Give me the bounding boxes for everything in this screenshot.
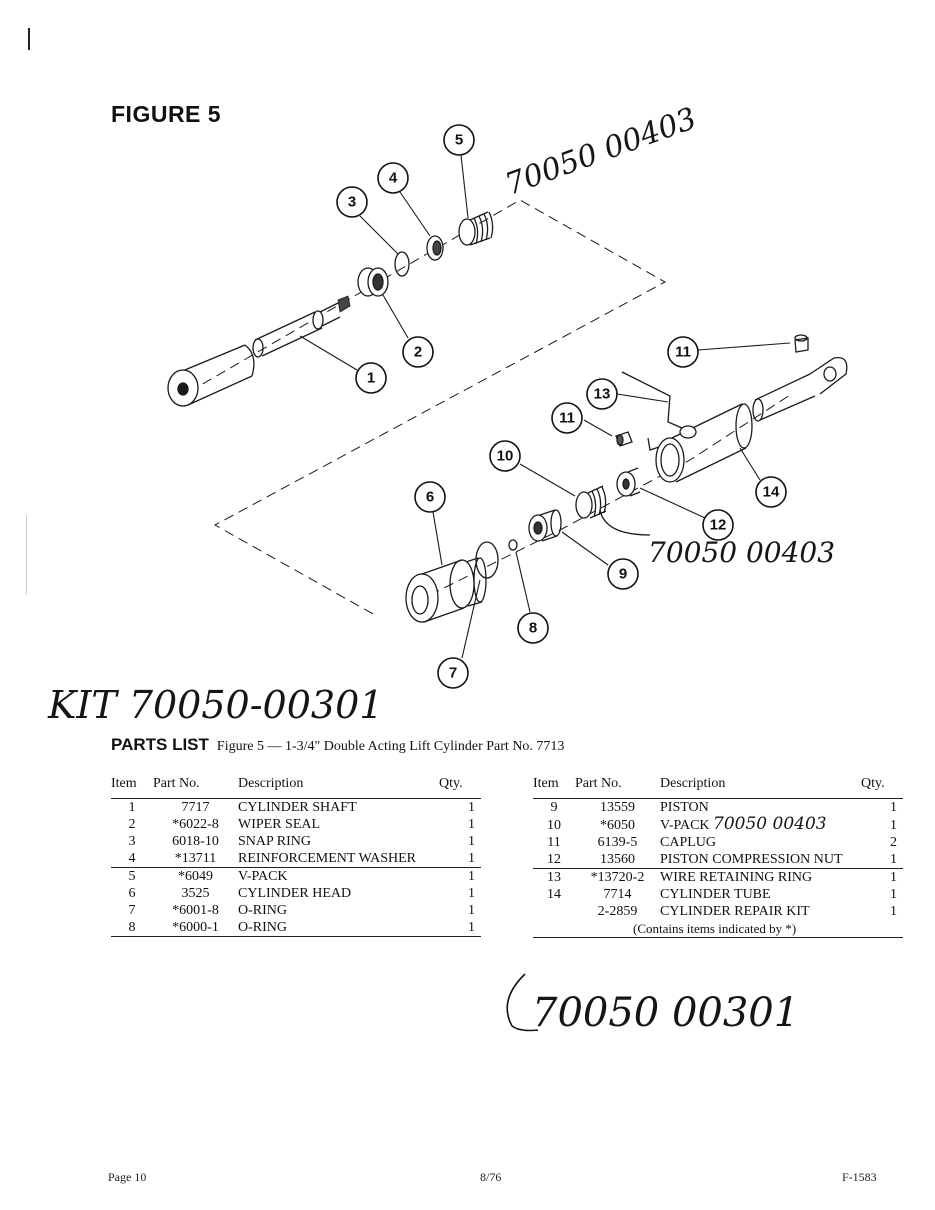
callout-number: 9 bbox=[619, 566, 627, 583]
piston-drawing bbox=[528, 509, 562, 542]
cylinder-tube-drawing bbox=[655, 356, 848, 483]
v-pack-drawing bbox=[575, 485, 607, 519]
cylinder-shaft-drawing bbox=[167, 295, 351, 407]
cylinder-head-drawing bbox=[405, 557, 487, 623]
table-row: 9 13559 PISTON 1 bbox=[550, 800, 898, 815]
callout-number: 13 bbox=[594, 386, 611, 403]
reinforcement-washer-drawing bbox=[426, 235, 444, 261]
table-row: 2 *6022-8 WIPER SEAL 1 bbox=[128, 817, 476, 832]
handwritten-kit-number: 70050 00301 bbox=[506, 973, 799, 1036]
callout-circle bbox=[586, 378, 618, 410]
callout-circle bbox=[517, 612, 549, 644]
callout-circle bbox=[355, 362, 387, 394]
callout-number: 2 bbox=[414, 344, 422, 361]
callout-circle bbox=[377, 162, 409, 194]
callout-number: 1 bbox=[367, 370, 375, 387]
o-ring-small-drawing bbox=[508, 539, 518, 551]
table-row: 13 *13720-2 WIRE RETAINING RING 1 bbox=[533, 868, 903, 886]
table-row: 1 7717 CYLINDER SHAFT 1 bbox=[128, 800, 476, 815]
callout-circle bbox=[336, 186, 368, 218]
table-row: 3 6018-10 SNAP RING 1 bbox=[128, 834, 476, 849]
callout-number: 3 bbox=[348, 194, 356, 211]
margin-mark bbox=[28, 28, 30, 50]
table-row: 5 *6049 V-PACK 1 bbox=[111, 867, 481, 885]
table-row: 8 *6000-1 O-RING 1 bbox=[111, 919, 481, 937]
exploded-parts-diagram: 1 2 3 4 5 6 7 8 9 10 11 11 12 13 14 7005… bbox=[47, 101, 848, 727]
handwritten-part-number: 70050 00403 bbox=[648, 536, 835, 569]
assembly-axis bbox=[174, 199, 667, 616]
snap-ring-drawing bbox=[394, 251, 410, 277]
caplug-drawing bbox=[794, 334, 809, 353]
callout-circle bbox=[443, 124, 475, 156]
table-row: 6 3525 CYLINDER HEAD 1 bbox=[128, 886, 476, 901]
column-header: Part No. bbox=[153, 776, 200, 791]
table-row: 10 *6050 V-PACK 70050 00403 1 bbox=[547, 814, 897, 834]
callout-number: 12 bbox=[710, 517, 727, 534]
callout-circle bbox=[551, 402, 583, 434]
callout-circle bbox=[402, 336, 434, 368]
table-row: 7 *6001-8 O-RING 1 bbox=[128, 903, 476, 918]
handwritten-part-number: 70050 00403 bbox=[713, 814, 827, 834]
table-row: 11 6139-5 CAPLUG 2 bbox=[547, 835, 897, 850]
figure-title: FIGURE 5 bbox=[111, 101, 222, 127]
parts-list-title: PARTS LIST bbox=[111, 735, 209, 754]
table-row: 12 13560 PISTON COMPRESSION NUT 1 bbox=[547, 852, 897, 867]
column-header: Description bbox=[238, 776, 304, 791]
handwritten-kit-note: KIT 70050-00301 bbox=[47, 683, 383, 727]
callout-circle bbox=[414, 481, 446, 513]
o-ring-large-drawing bbox=[475, 541, 499, 579]
parts-list-heading: PARTS LIST Figure 5 — 1-3/4" Double Acti… bbox=[111, 735, 564, 755]
column-header: Part No. bbox=[575, 776, 622, 791]
parts-table-left: Item Part No. Description Qty. 1 7717 CY… bbox=[111, 776, 481, 937]
piston-compression-nut-drawing bbox=[616, 467, 641, 497]
callout-circle bbox=[667, 336, 699, 368]
callout-number: 11 bbox=[675, 344, 691, 361]
table-row: 2-2859 CYLINDER REPAIR KIT 1 bbox=[597, 904, 897, 919]
table-row: 14 7714 CYLINDER TUBE 1 bbox=[547, 887, 897, 902]
callout-circle bbox=[489, 440, 521, 472]
callout-circle bbox=[607, 558, 639, 590]
table-row: 4 *13711 REINFORCEMENT WASHER 1 bbox=[128, 851, 476, 866]
handwritten-part-number: 70050 00403 bbox=[501, 101, 701, 202]
parts-list-subtitle: Figure 5 — 1-3/4" Double Acting Lift Cyl… bbox=[216, 739, 565, 754]
print-date: 8/76 bbox=[480, 1170, 502, 1184]
column-header: Description bbox=[660, 776, 726, 791]
handwritten-part-number: 70050 00301 bbox=[532, 990, 799, 1036]
callout-number: 14 bbox=[763, 484, 780, 501]
callout-number: 8 bbox=[529, 620, 537, 637]
column-header: Item bbox=[533, 776, 559, 791]
callout-number: 10 bbox=[497, 448, 514, 465]
callout-circle bbox=[437, 657, 469, 689]
callout-circle bbox=[702, 509, 734, 541]
form-code: F-1583 bbox=[842, 1170, 877, 1184]
kit-note: (Contains items indicated by *) bbox=[575, 920, 903, 938]
callout-number: 5 bbox=[455, 132, 463, 149]
callout-number: 6 bbox=[426, 489, 434, 506]
v-pack-drawing bbox=[458, 211, 494, 246]
column-header: Item bbox=[111, 776, 137, 791]
page-number: Page 10 bbox=[108, 1170, 147, 1184]
margin-mark bbox=[26, 515, 27, 595]
callout-circle bbox=[755, 476, 787, 508]
wiper-seal-drawing bbox=[357, 267, 389, 297]
assembly-axis bbox=[429, 394, 791, 596]
column-header: Qty. bbox=[439, 776, 463, 791]
table-row: (Contains items indicated by *) bbox=[533, 920, 903, 938]
callout-number: 11 bbox=[559, 410, 575, 427]
callout-number: 4 bbox=[389, 170, 398, 187]
callout-number: 7 bbox=[449, 665, 457, 682]
caplug-drawing bbox=[615, 431, 633, 447]
part-description: V-PACK bbox=[660, 818, 710, 833]
parts-table-right: Item Part No. Description Qty. 9 13559 P… bbox=[533, 776, 903, 938]
column-header: Qty. bbox=[861, 776, 885, 791]
